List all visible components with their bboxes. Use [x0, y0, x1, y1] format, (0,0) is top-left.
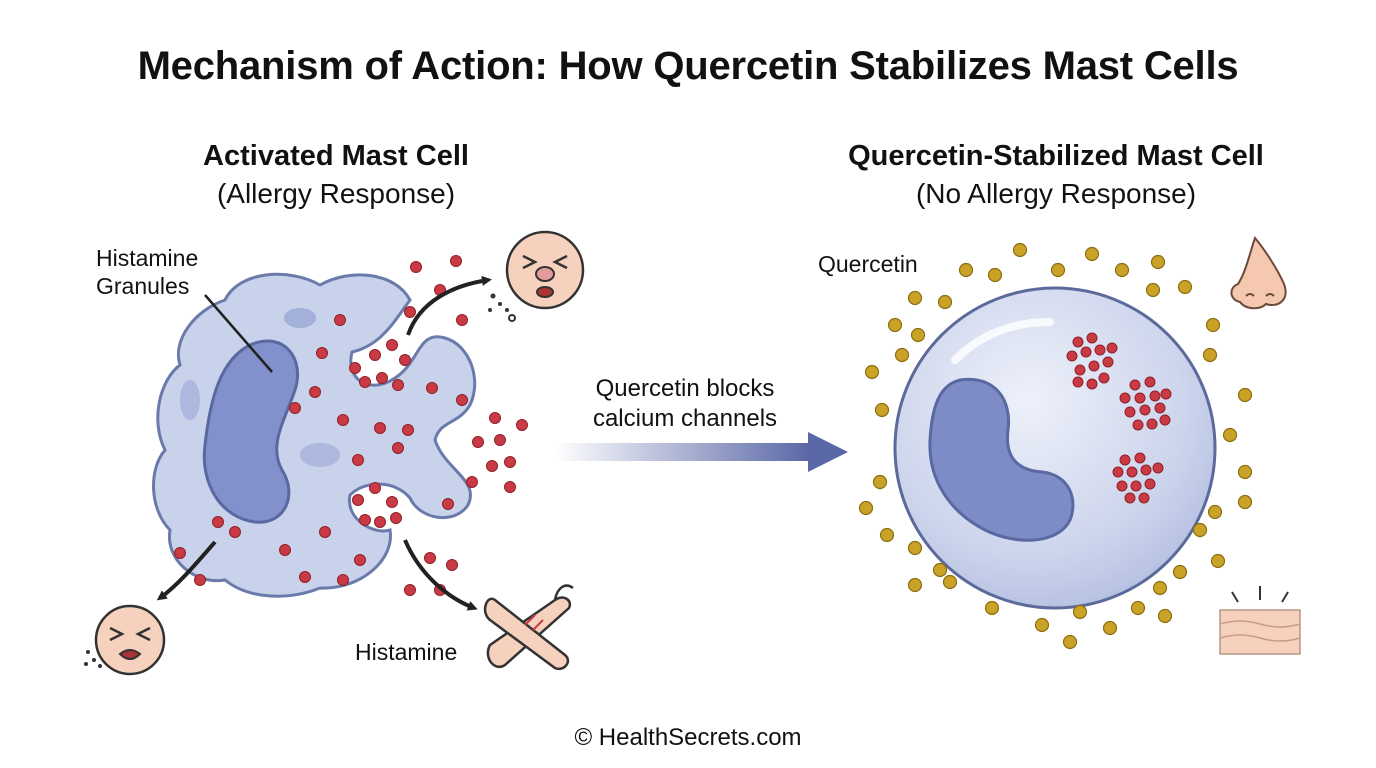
right-panel-heading: Quercetin-Stabilized Mast Cell [848, 140, 1264, 172]
retained-granules [1066, 332, 1172, 504]
label-quercetin: Quercetin [818, 251, 918, 277]
left-panel-subheading: (Allergy Response) [216, 178, 456, 209]
sneezing-face-icon [84, 604, 166, 676]
histamine-granules [174, 255, 528, 596]
nose-icon [1230, 236, 1287, 310]
quercetin-molecules [858, 242, 1253, 650]
right-panel-subheading: (No Allergy Response) [915, 178, 1197, 209]
granules-leader-line [204, 294, 273, 373]
arrow-to-bottom-face [156, 540, 217, 601]
label-histamine-granules-line1: Histamine [96, 245, 199, 271]
skin-patch-icon [1219, 586, 1301, 655]
page-title: Mechanism of Action: How Quercetin Stabi… [137, 44, 1239, 88]
itchy-arm-icon [483, 584, 574, 671]
copyright-footer: © HealthSecrets.com [574, 724, 802, 751]
label-histamine-granules: Histamine Granules [96, 244, 256, 300]
arrow-label-line1: Quercetin blocks [595, 375, 775, 402]
left-panel-heading: Activated Mast Cell [203, 140, 469, 172]
label-histamine: Histamine [355, 639, 458, 665]
activated-mast-cell [152, 272, 477, 598]
quercetin-block-arrow [555, 432, 848, 472]
arrow-to-arms [403, 539, 478, 611]
activated-nucleus [202, 339, 300, 524]
stabilized-mast-cell [893, 286, 1217, 610]
arrow-label-line2: calcium channels [592, 405, 778, 432]
arrow-to-top-face [406, 275, 492, 336]
histamine-release-arrows [156, 275, 492, 611]
sneezing-face-icon [488, 230, 585, 322]
label-histamine-granules-line2: Granules [96, 273, 190, 299]
arrow-label: Quercetin blocks calcium channels [560, 374, 810, 434]
stabilized-nucleus [928, 377, 1075, 542]
